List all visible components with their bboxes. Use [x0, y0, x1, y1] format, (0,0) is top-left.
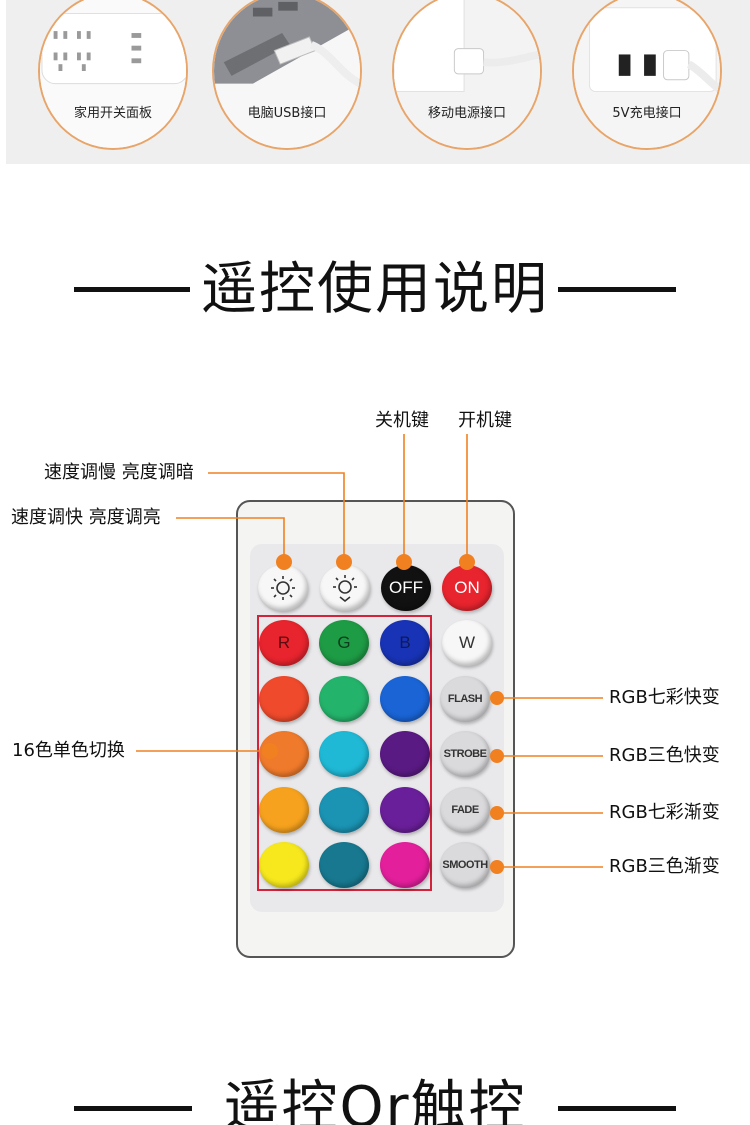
color-button-g[interactable]: G — [319, 620, 369, 666]
power-bank-caption: 移动电源接口 — [427, 106, 506, 121]
label-smooth: RGB三色渐变 — [609, 856, 720, 877]
color-button-5-3[interactable] — [380, 842, 430, 888]
wall-charger-caption: 5V充电接口 — [612, 106, 682, 121]
on-button[interactable]: ON — [442, 565, 492, 611]
color-button-2-2[interactable] — [319, 676, 369, 722]
brightness-down-icon — [333, 575, 357, 602]
color-button-3-2[interactable] — [319, 731, 369, 777]
white-button[interactable]: W — [442, 620, 492, 666]
grid-letter-b: B — [399, 633, 411, 652]
color-button-b[interactable]: B — [380, 620, 430, 666]
label-color-switch: 16色单色切换 — [12, 740, 125, 761]
grid-letter-g: G — [337, 633, 351, 652]
brightness-up-icon — [271, 576, 295, 600]
label-on-key: 开机键 — [458, 410, 512, 431]
power-strip-caption: 家用开关面板 — [73, 106, 152, 121]
usage-strip: 家用开关面板 电脑USB接口 移动电源接口 — [6, 0, 750, 164]
flash-button[interactable]: FLASH — [440, 676, 490, 722]
off-button[interactable]: OFF — [381, 565, 431, 611]
color-button-r[interactable]: R — [259, 620, 309, 666]
brightness-down-button[interactable] — [320, 565, 370, 611]
label-off-key: 关机键 — [375, 410, 429, 431]
smooth-button[interactable]: SMOOTH — [440, 842, 490, 888]
section-title-remote-or-touch: 遥控Or触控 — [223, 1075, 527, 1125]
power-bank-usb-icon — [394, 0, 540, 148]
laptop-usb-circle: 电脑USB接口 — [212, 0, 362, 150]
section-title-remote-guide: 遥控使用说明 — [201, 257, 549, 322]
color-button-3-3[interactable] — [380, 731, 430, 777]
fade-button[interactable]: FADE — [440, 787, 490, 833]
heading2-rule-right — [558, 1106, 676, 1111]
heading-rule-left — [74, 287, 190, 292]
label-fade: RGB七彩渐变 — [609, 802, 720, 823]
color-button-2-1[interactable] — [259, 676, 309, 722]
color-button-4-1[interactable] — [259, 787, 309, 833]
grid-letter-r: R — [277, 633, 291, 652]
color-button-5-1[interactable] — [259, 842, 309, 888]
label-strobe: RGB三色快变 — [609, 745, 720, 766]
color-button-2-3[interactable] — [380, 676, 430, 722]
laptop-usb-caption: 电脑USB接口 — [247, 106, 327, 121]
color-grid-frame — [257, 615, 432, 891]
strobe-button[interactable]: STROBE — [440, 731, 490, 777]
heading-rule-right — [558, 287, 676, 292]
label-flash: RGB七彩快变 — [609, 687, 720, 708]
label-fast-bright: 速度调快 亮度调亮 — [11, 507, 161, 528]
power-strip-icon — [40, 0, 186, 148]
label-slow-dim: 速度调慢 亮度调暗 — [44, 462, 194, 483]
power-bank-circle: 移动电源接口 — [392, 0, 542, 150]
wall-charger-circle: 5V充电接口 — [572, 0, 722, 150]
color-button-4-2[interactable] — [319, 787, 369, 833]
color-button-3-1[interactable] — [259, 731, 309, 777]
color-button-5-2[interactable] — [319, 842, 369, 888]
color-button-4-3[interactable] — [380, 787, 430, 833]
wall-charger-usb-icon — [574, 0, 720, 148]
power-strip-circle: 家用开关面板 — [38, 0, 188, 150]
brightness-up-button[interactable] — [258, 565, 308, 611]
laptop-usb-port-icon — [214, 0, 360, 148]
heading2-rule-left — [74, 1106, 192, 1111]
